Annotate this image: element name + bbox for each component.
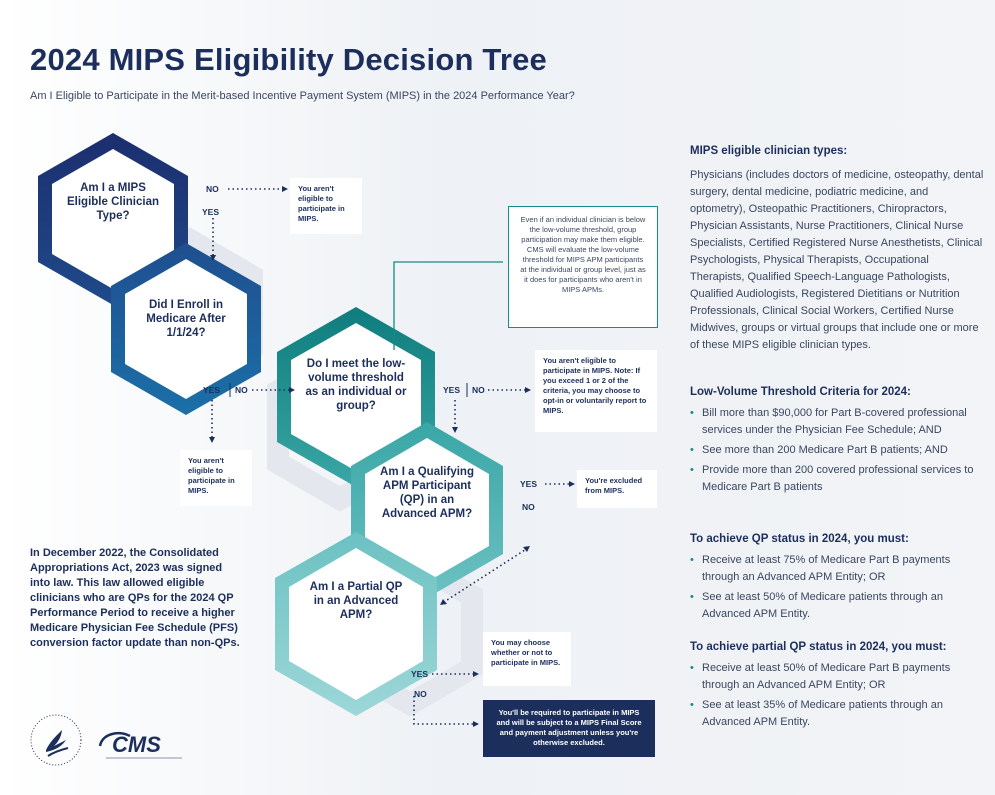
page-title: 2024 MIPS Eligibility Decision Tree xyxy=(30,42,547,77)
q5-yes-label: YES xyxy=(411,669,429,679)
low-volume-criterion: See more than 200 Medicare Part B patien… xyxy=(690,442,985,459)
cms-logo-text: CMS xyxy=(112,732,161,757)
outcome-q4-excluded: You're excluded from MIPS. xyxy=(577,470,657,508)
question-qualifying-apm-participant: Am I a Qualifying APM Participant (QP) i… xyxy=(380,466,474,520)
outcome-q5-may-choose: You may choose whether or not to partici… xyxy=(483,632,571,686)
q1-no-label: NO xyxy=(206,184,219,194)
low-volume-criterion: Provide more than 200 covered profession… xyxy=(690,462,985,496)
partial-qp-criterion: See at least 35% of Medicare patients th… xyxy=(690,697,985,731)
q4-yes-label: YES xyxy=(520,479,538,489)
arrow-heads xyxy=(209,186,575,727)
q3-no-label: NO xyxy=(472,385,485,395)
question-low-volume-threshold: Do I meet the low-volume threshold as an… xyxy=(305,358,407,412)
clinician-types-text: Physicians (includes doctors of medicine… xyxy=(690,169,984,351)
outcome-q3-not-eligible-opt-in: You aren't eligible to participate in MI… xyxy=(535,350,657,432)
sidebar-low-volume: Low-Volume Threshold Criteria for 2024: … xyxy=(690,384,985,496)
outcome-q1-not-eligible: You aren't eligible to participate in MI… xyxy=(290,178,362,234)
q2-yes-label: YES xyxy=(203,385,221,395)
low-volume-criterion: Bill more than $90,000 for Part B-covere… xyxy=(690,405,985,439)
partial-qp-criterion: Receive at least 50% of Medicare Part B … xyxy=(690,660,985,694)
page-subtitle: Am I Eligible to Participate in the Meri… xyxy=(30,90,575,102)
sidebar-partial-qp-status: To achieve partial QP status in 2024, yo… xyxy=(690,639,985,731)
cms-swoosh-logo-icon: CMS xyxy=(98,732,182,759)
dotted-arrows xyxy=(211,188,570,725)
hhs-eagle-seal-icon xyxy=(30,714,82,766)
qp-criterion: Receive at least 75% of Medicare Part B … xyxy=(690,552,985,586)
clinician-types-heading: MIPS eligible clinician types: xyxy=(690,145,848,157)
consolidated-appropriations-act-note: In December 2022, the Consolidated Appro… xyxy=(30,547,240,649)
question-partial-qp: Am I a Partial QP in an Advanced APM? xyxy=(309,581,403,621)
question-eligible-clinician-type: Am I a MIPS Eligible Clinician Type? xyxy=(66,182,160,222)
partial-qp-status-heading: To achieve partial QP status in 2024, yo… xyxy=(690,641,947,653)
outcome-q2-not-eligible: You aren't eligible to participate in MI… xyxy=(180,450,252,506)
group-participation-note: Even if an individual clinician is below… xyxy=(508,206,658,328)
hexagon-q2 xyxy=(111,243,261,415)
q5-no-label: NO xyxy=(414,689,427,699)
qp-status-heading: To achieve QP status in 2024, you must: xyxy=(690,533,909,545)
outcome-q5-required: You'll be required to participate in MIP… xyxy=(483,700,655,757)
q1-yes-label: YES xyxy=(202,207,220,217)
sidebar-clinician-types: MIPS eligible clinician types: Physician… xyxy=(690,143,985,354)
qp-criterion: See at least 50% of Medicare patients th… xyxy=(690,589,985,623)
q4-no-label: NO xyxy=(522,502,535,512)
note-connector-line xyxy=(393,261,503,350)
q3-yes-label: YES xyxy=(443,385,461,395)
sidebar-qp-status: To achieve QP status in 2024, you must: … xyxy=(690,531,985,623)
low-volume-heading: Low-Volume Threshold Criteria for 2024: xyxy=(690,386,911,398)
question-enrolled-after-date: Did I Enroll in Medicare After 1/1/24? xyxy=(146,299,226,339)
hexagon-q5 xyxy=(275,532,437,716)
hexagon-q1 xyxy=(38,133,188,305)
q2-no-label: NO xyxy=(235,385,248,395)
